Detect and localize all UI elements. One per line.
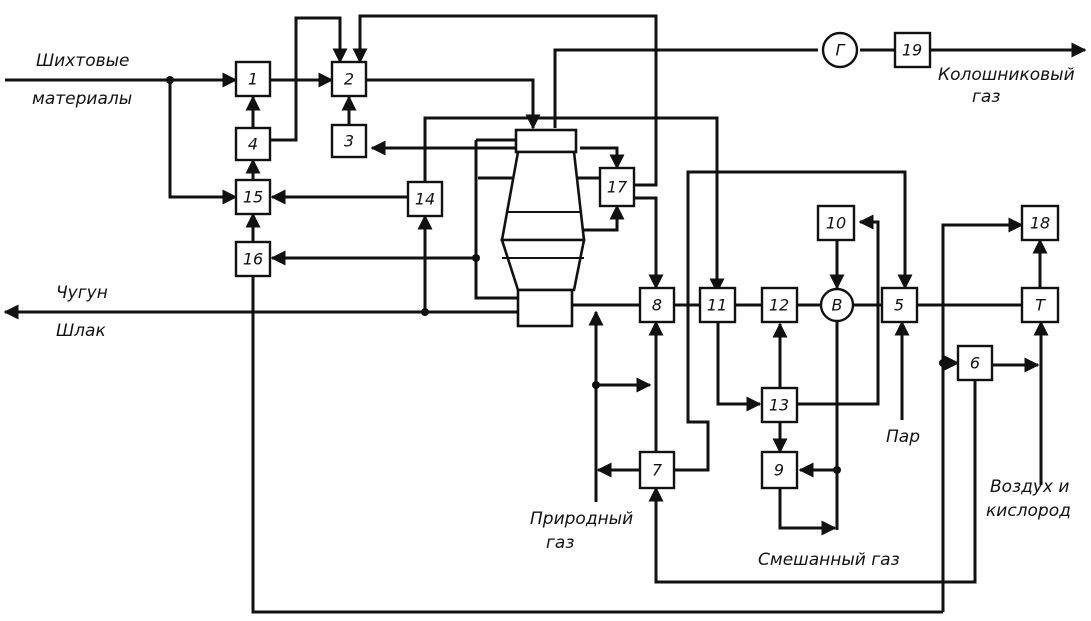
process-blocks: 1 2 3 4 15 16 14 17 8 11 12 10 5 13 7 9 … [234, 31, 1060, 490]
block-9: 9 [760, 450, 799, 490]
connection-lines [3, 14, 1087, 614]
block-2: 2 [330, 60, 368, 98]
svg-text:1: 1 [248, 70, 258, 89]
block-4: 4 [234, 126, 272, 162]
block-6: 6 [956, 344, 994, 382]
svg-text:4: 4 [248, 135, 258, 154]
block-7: 7 [638, 450, 676, 490]
block-10: 10 [816, 204, 856, 242]
svg-text:6: 6 [970, 354, 980, 373]
air-label-1: Воздух и [990, 477, 1069, 497]
svg-text:12: 12 [769, 296, 789, 315]
circle-G: Г [821, 31, 859, 69]
svg-text:16: 16 [243, 250, 263, 269]
charge-label-1: Шихтовые [36, 51, 130, 71]
block-8: 8 [638, 286, 676, 324]
topgas-label-1: Колошниковый [938, 65, 1075, 85]
svg-text:7: 7 [652, 461, 663, 480]
svg-text:T: T [1035, 296, 1046, 315]
svg-text:2: 2 [344, 70, 354, 89]
block-1: 1 [234, 60, 272, 98]
svg-text:17: 17 [607, 178, 628, 197]
block-15: 15 [234, 178, 272, 216]
steam-label: Пар [886, 427, 920, 447]
slag-label: Шлак [56, 321, 106, 341]
block-19: 19 [893, 31, 932, 69]
block-13: 13 [760, 386, 799, 424]
iron-label: Чугун [56, 283, 108, 303]
svg-text:18: 18 [1030, 214, 1050, 233]
svg-text:11: 11 [707, 296, 727, 315]
blast-furnace [500, 128, 586, 328]
block-16: 16 [234, 240, 272, 278]
svg-text:5: 5 [894, 296, 904, 315]
block-11: 11 [698, 286, 737, 324]
svg-text:19: 19 [902, 41, 922, 60]
block-3: 3 [330, 123, 368, 159]
block-12: 12 [760, 286, 799, 324]
junction-dots [166, 76, 947, 474]
block-18: 18 [1020, 204, 1060, 242]
block-14: 14 [406, 180, 444, 218]
svg-text:14: 14 [415, 190, 435, 209]
charge-label-2: материалы [32, 89, 132, 109]
block-T: T [1020, 286, 1060, 324]
natural-gas-label-2: газ [546, 533, 574, 553]
svg-text:В: В [832, 296, 843, 315]
block-5: 5 [880, 286, 919, 324]
svg-text:8: 8 [652, 296, 662, 315]
captions: Шихтовые материалы Колошниковый газ Чугу… [32, 51, 1075, 570]
circle-B: В [819, 287, 855, 323]
air-label-2: кислород [986, 501, 1071, 521]
block-17: 17 [598, 166, 636, 208]
topgas-label-2: газ [972, 87, 1000, 107]
svg-text:Г: Г [836, 41, 846, 60]
mixed-gas-label: Смешанный газ [758, 550, 900, 570]
natural-gas-label-1: Природный [530, 509, 633, 529]
svg-text:10: 10 [826, 214, 846, 233]
svg-text:13: 13 [769, 396, 789, 415]
svg-text:9: 9 [774, 461, 784, 480]
svg-text:15: 15 [243, 188, 263, 207]
svg-text:3: 3 [344, 132, 354, 151]
